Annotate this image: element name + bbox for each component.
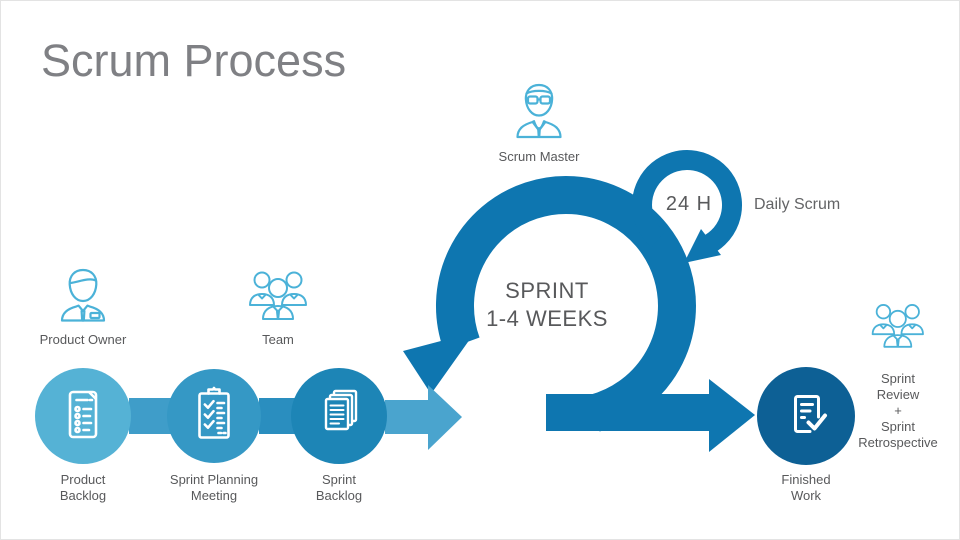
label-line: Retrospective (858, 435, 938, 450)
label-line: + (894, 403, 902, 418)
sprint-backlog-to-loop-arrow (385, 385, 462, 450)
sprint-backlog-label: Sprint Backlog (279, 472, 399, 504)
finished-document-icon (794, 395, 827, 433)
label-line: Sprint (322, 472, 356, 487)
label-line: Backlog (59, 488, 107, 503)
connector-2 (259, 398, 295, 434)
person-icon (60, 268, 106, 322)
product-owner-label: Product Owner (39, 332, 127, 347)
label-line: Finished (781, 472, 831, 487)
daily-scrum-label: Daily Scrum (754, 196, 841, 213)
finished-work-circle (757, 367, 855, 465)
connector-1 (129, 398, 171, 434)
team-icon (249, 271, 307, 320)
sprint-planning-label: Sprint Planning Meeting (144, 472, 284, 504)
sprint-line1: SPRINT (505, 278, 589, 303)
documents-stack-icon (324, 389, 358, 431)
review-team-icon (871, 304, 924, 348)
product-backlog-label: Product Backlog (23, 472, 143, 504)
scrum-master-icon (516, 83, 562, 139)
sprint-planning-circle (167, 369, 261, 463)
label-line: Sprint (881, 419, 915, 434)
sprint-loop-arrow (403, 176, 696, 432)
label-line: Product (60, 472, 106, 487)
daily-duration-label: 24 H (665, 193, 713, 215)
label-line: Sprint (881, 371, 915, 386)
label-line: Sprint Planning (169, 472, 259, 487)
sprint-line2: 1-4 WEEKS (486, 306, 608, 331)
label-line: Review (876, 387, 920, 402)
sprint-duration-label: SPRINT 1-4 WEEKS (467, 277, 627, 333)
label-line: Meeting (190, 488, 238, 503)
team-label: Team (262, 332, 294, 347)
label-line: Work (790, 488, 822, 503)
clipboard-icon (198, 386, 230, 439)
scrum-master-label: Scrum Master (498, 149, 580, 164)
sprint-review-retrospective-label: Sprint Review + Sprint Retrospective (831, 371, 959, 451)
list-icon (68, 390, 98, 439)
daily-loop-arrow (632, 150, 742, 263)
finished-work-label: Finished Work (746, 472, 866, 504)
sprint-to-finished-arrow (546, 379, 755, 452)
label-line: Backlog (315, 488, 363, 503)
page-title: Scrum Process (41, 35, 347, 86)
